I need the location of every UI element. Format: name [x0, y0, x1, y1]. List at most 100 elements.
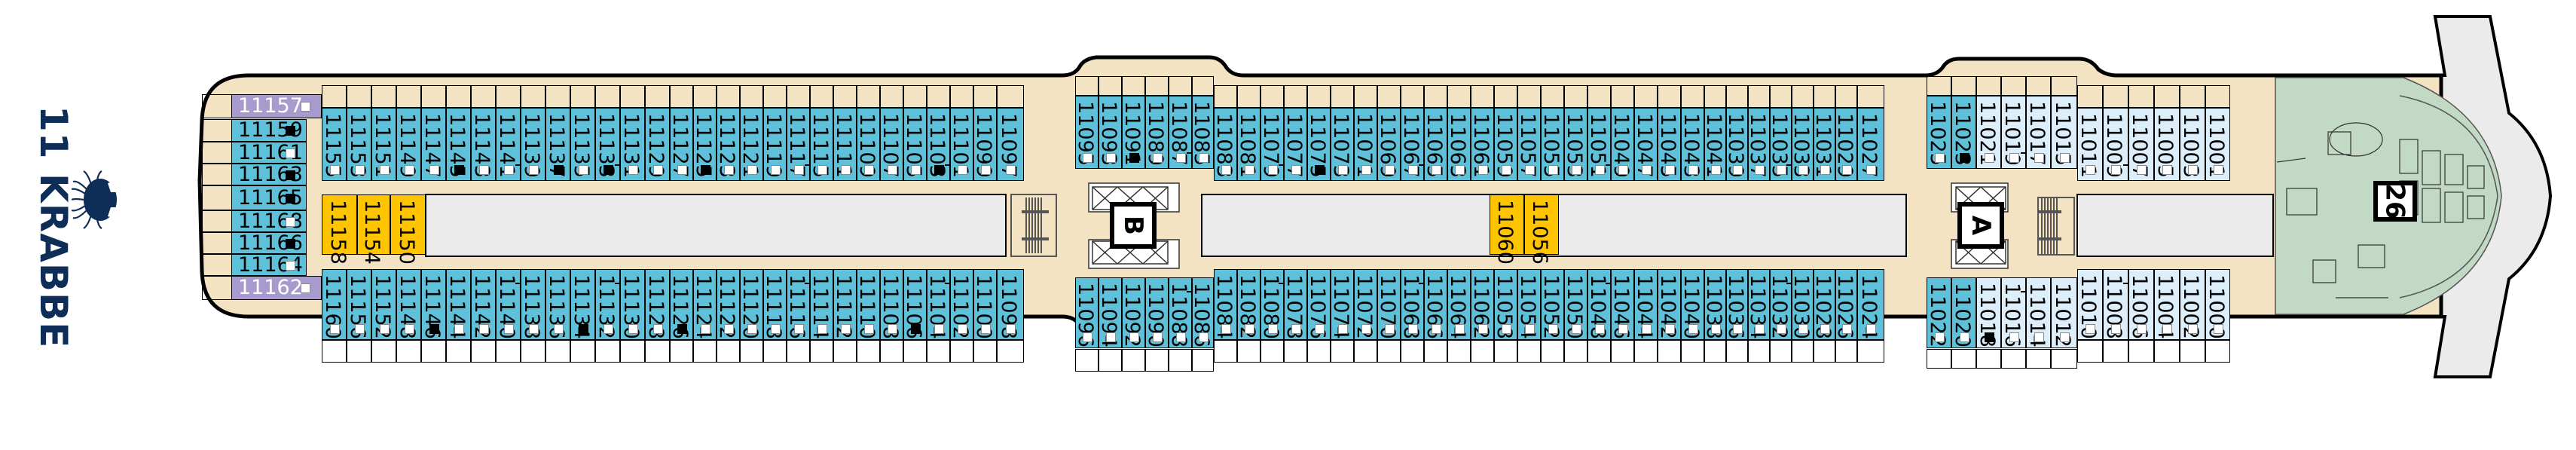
cabin-11130[interactable]: 11130 — [619, 269, 645, 340]
cabin-11134[interactable]: 11134 — [570, 269, 595, 340]
cabin-11038[interactable]: 11038 — [1702, 269, 1726, 340]
cabin-11042[interactable]: 11042 — [1656, 269, 1681, 340]
cabin-11089[interactable]: 11089 — [1144, 96, 1169, 169]
cabin-11144[interactable]: 11144 — [445, 269, 471, 340]
cabin-11097[interactable]: 11097 — [997, 108, 1024, 181]
cabin-11154[interactable]: 11154 — [357, 194, 390, 265]
cabin-11151[interactable]: 11151 — [371, 108, 396, 181]
cabin-11122[interactable]: 11122 — [715, 269, 740, 340]
cabin-11092[interactable]: 11092 — [1120, 277, 1145, 348]
cabin-11090[interactable]: 11090 — [1144, 277, 1169, 348]
cabin-11016[interactable]: 11016 — [2000, 277, 2026, 348]
cabin-11023[interactable]: 11023 — [1951, 96, 1976, 169]
cabin-11029[interactable]: 11029 — [1833, 108, 1857, 181]
cabin-11049[interactable]: 11049 — [1609, 108, 1634, 181]
cabin-11060[interactable]: 11060 — [1490, 194, 1524, 265]
cabin-11095[interactable]: 11095 — [1074, 96, 1099, 169]
cabin-11003[interactable]: 11003 — [2179, 108, 2205, 181]
cabin-11094[interactable]: 11094 — [1097, 277, 1122, 348]
cabin-11034[interactable]: 11034 — [1746, 269, 1770, 340]
cabin-11156[interactable]: 11156 — [346, 269, 371, 340]
cabin-11055[interactable]: 11055 — [1539, 108, 1564, 181]
cabin-11159[interactable]: 11159 — [231, 118, 307, 142]
cabin-11165[interactable]: 11165 — [231, 185, 307, 210]
cabin-11140[interactable]: 11140 — [495, 269, 521, 340]
cabin-11035[interactable]: 11035 — [1768, 108, 1792, 181]
cabin-11143[interactable]: 11143 — [470, 108, 496, 181]
cabin-11085[interactable]: 11085 — [1190, 96, 1214, 169]
cabin-11087[interactable]: 11087 — [1167, 96, 1192, 169]
cabin-11088[interactable]: 11088 — [1167, 277, 1192, 348]
cabin-11067[interactable]: 11067 — [1399, 108, 1424, 181]
cabin-11132[interactable]: 11132 — [594, 269, 620, 340]
cabin-11061[interactable]: 11061 — [1469, 108, 1494, 181]
cabin-11019[interactable]: 11019 — [2000, 96, 2026, 169]
cabin-11116[interactable]: 11116 — [785, 269, 810, 340]
cabin-11043[interactable]: 11043 — [1679, 108, 1704, 181]
cabin-11078[interactable]: 11078 — [1282, 269, 1307, 340]
cabin-11139[interactable]: 11139 — [520, 108, 545, 181]
cabin-11111[interactable]: 11111 — [832, 108, 857, 181]
cabin-11040[interactable]: 11040 — [1679, 269, 1704, 340]
cabin-11062[interactable]: 11062 — [1469, 269, 1494, 340]
cabin-11070[interactable]: 11070 — [1376, 269, 1401, 340]
cabin-11071[interactable]: 11071 — [1352, 108, 1377, 181]
cabin-11045[interactable]: 11045 — [1656, 108, 1681, 181]
cabin-11050[interactable]: 11050 — [1563, 269, 1587, 340]
cabin-11149[interactable]: 11149 — [396, 108, 421, 181]
cabin-11083[interactable]: 11083 — [1212, 108, 1237, 181]
cabin-11110[interactable]: 11110 — [855, 269, 880, 340]
cabin-11009[interactable]: 11009 — [2102, 108, 2128, 181]
cabin-11022[interactable]: 11022 — [1926, 277, 1951, 348]
cabin-11017[interactable]: 11017 — [2025, 96, 2051, 169]
cabin-11024[interactable]: 11024 — [1857, 269, 1884, 340]
cabin-11147[interactable]: 11147 — [420, 108, 446, 181]
cabin-11114[interactable]: 11114 — [808, 269, 833, 340]
cabin-11030[interactable]: 11030 — [1789, 269, 1814, 340]
cabin-11044[interactable]: 11044 — [1633, 269, 1658, 340]
cabin-11069[interactable]: 11069 — [1376, 108, 1401, 181]
cabin-11137[interactable]: 11137 — [545, 108, 570, 181]
cabin-11032[interactable]: 11032 — [1768, 269, 1792, 340]
cabin-11145[interactable]: 11145 — [445, 108, 471, 181]
cabin-11129[interactable]: 11129 — [644, 108, 670, 181]
cabin-11058[interactable]: 11058 — [1493, 269, 1517, 340]
cabin-11121[interactable]: 11121 — [738, 108, 763, 181]
cabin-11041[interactable]: 11041 — [1702, 108, 1726, 181]
cabin-11123[interactable]: 11123 — [715, 108, 740, 181]
cabin-11072[interactable]: 11072 — [1352, 269, 1377, 340]
cabin-11046[interactable]: 11046 — [1609, 269, 1634, 340]
cabin-11054[interactable]: 11054 — [1516, 269, 1541, 340]
cabin-11052[interactable]: 11052 — [1539, 269, 1564, 340]
cabin-11098[interactable]: 11098 — [997, 269, 1024, 340]
cabin-11102[interactable]: 11102 — [949, 269, 973, 340]
cabin-11138[interactable]: 11138 — [520, 269, 545, 340]
cabin-11063[interactable]: 11063 — [1446, 108, 1471, 181]
cabin-11119[interactable]: 11119 — [762, 108, 787, 181]
cabin-11006[interactable]: 11006 — [2128, 269, 2154, 340]
cabin-11036[interactable]: 11036 — [1724, 269, 1748, 340]
cabin-11150[interactable]: 11150 — [390, 194, 426, 265]
cabin-11166[interactable]: 11166 — [231, 231, 307, 254]
cabin-11021[interactable]: 11021 — [1976, 96, 2001, 169]
cabin-11018[interactable]: 11018 — [1976, 277, 2001, 348]
cabin-11025[interactable]: 11025 — [1926, 96, 1951, 169]
cabin-11093[interactable]: 11093 — [1097, 96, 1122, 169]
cabin-11168[interactable]: 11168 — [231, 209, 307, 232]
cabin-11057[interactable]: 11057 — [1516, 108, 1541, 181]
cabin-11033[interactable]: 11033 — [1789, 108, 1814, 181]
cabin-11106[interactable]: 11106 — [902, 269, 927, 340]
cabin-11065[interactable]: 11065 — [1422, 108, 1447, 181]
cabin-11148[interactable]: 11148 — [396, 269, 421, 340]
cabin-11164[interactable]: 11164 — [231, 253, 307, 276]
cabin-11059[interactable]: 11059 — [1493, 108, 1517, 181]
cabin-11005[interactable]: 11005 — [2153, 108, 2180, 181]
cabin-11161[interactable]: 11161 — [231, 140, 307, 164]
cabin-11004[interactable]: 11004 — [2153, 269, 2180, 340]
cabin-11099[interactable]: 11099 — [972, 108, 997, 181]
cabin-11056[interactable]: 11056 — [1524, 194, 1559, 265]
cabin-11131[interactable]: 11131 — [619, 108, 645, 181]
cabin-11112[interactable]: 11112 — [832, 269, 857, 340]
cabin-11142[interactable]: 11142 — [470, 269, 496, 340]
cabin-11118[interactable]: 11118 — [762, 269, 787, 340]
